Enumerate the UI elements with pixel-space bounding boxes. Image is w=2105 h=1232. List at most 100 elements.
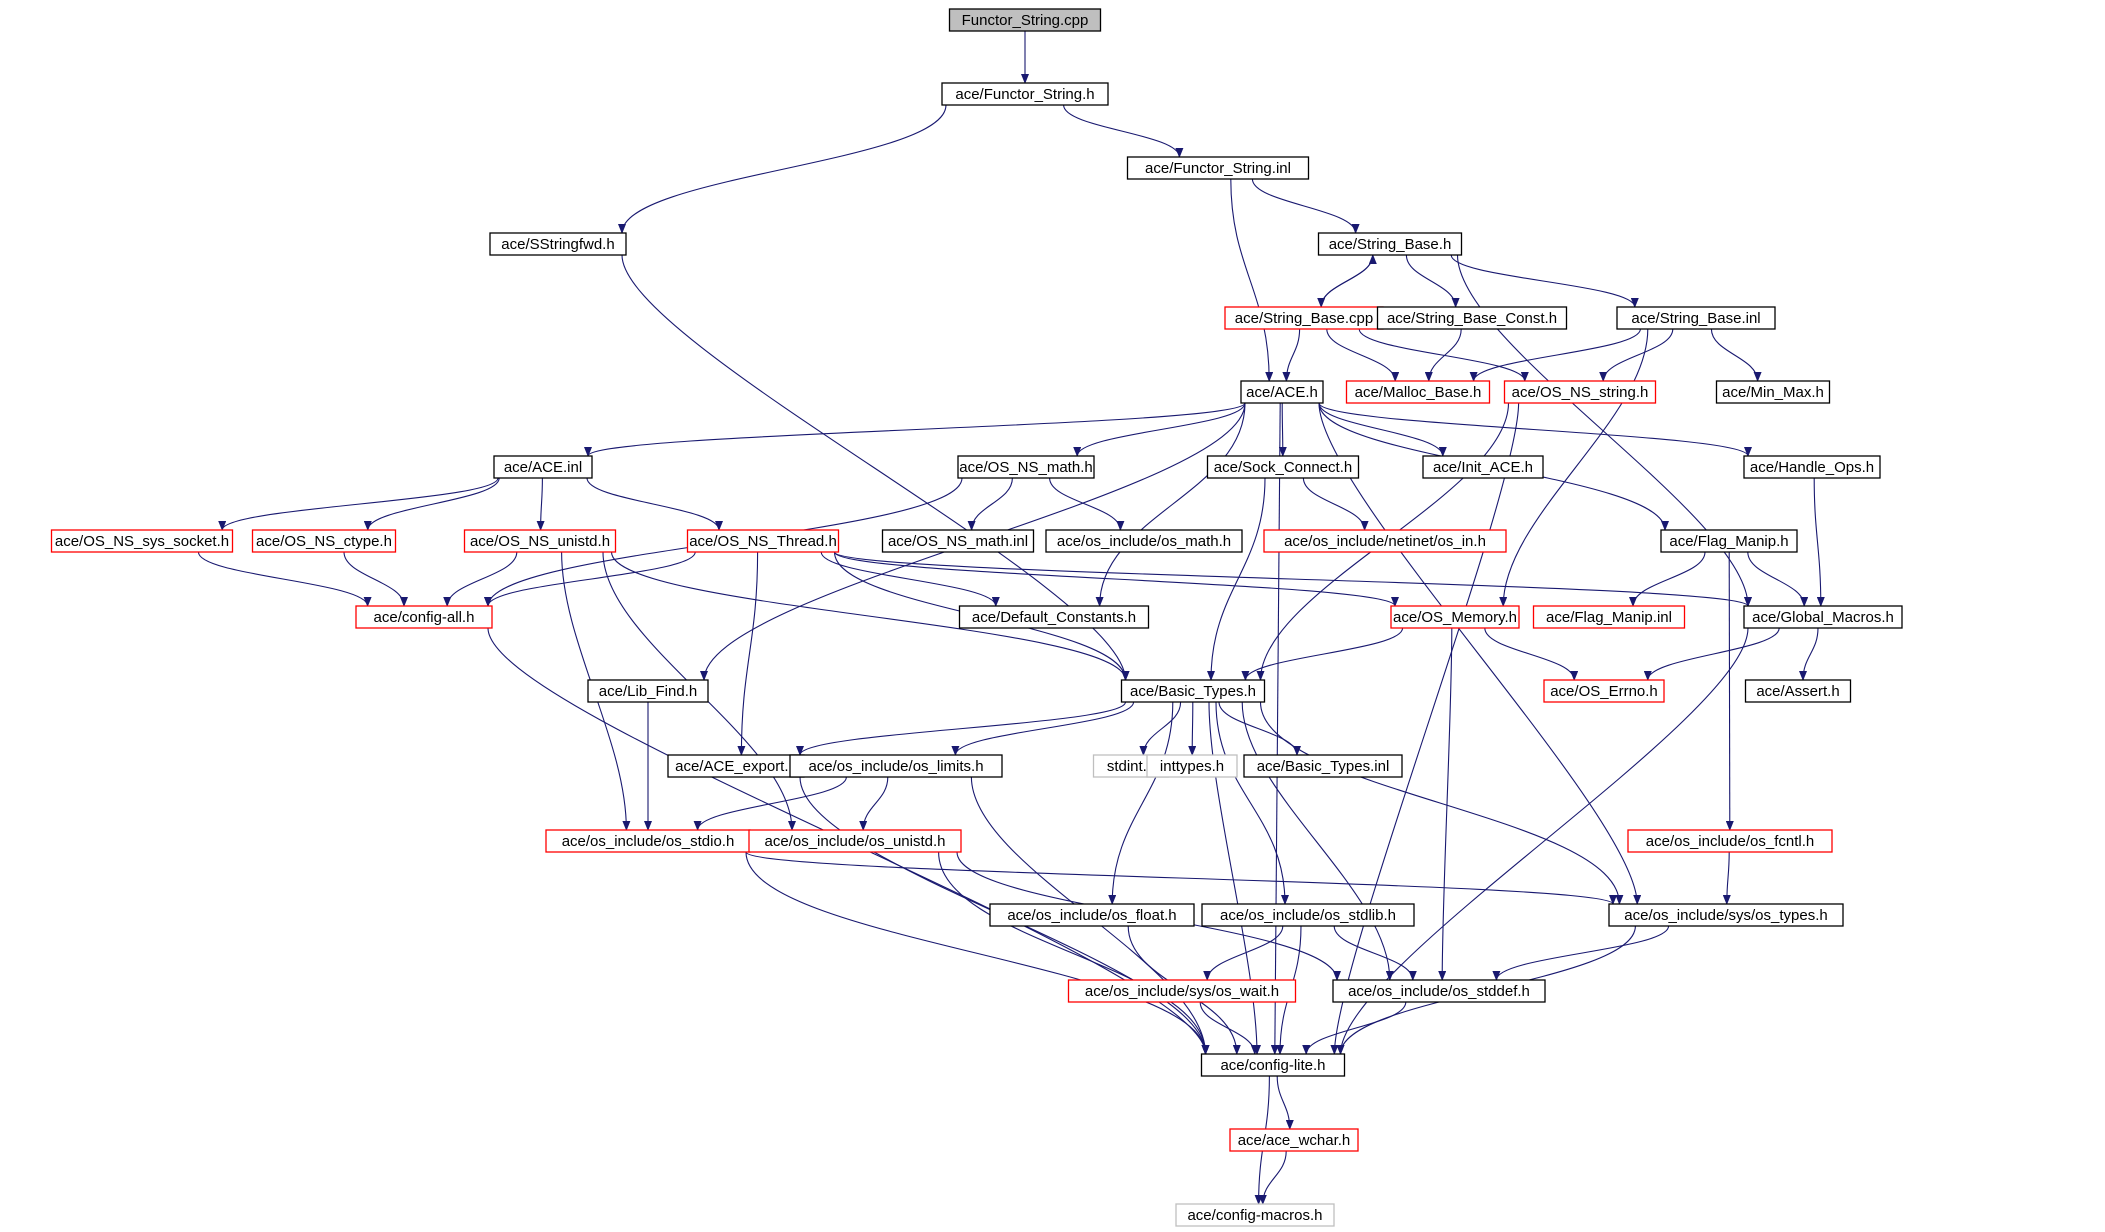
node-box xyxy=(1715,380,1831,404)
node-box xyxy=(1422,455,1544,479)
node-label: ace/os_include/netinet/os_in.h xyxy=(1284,533,1486,550)
node-sys-os-types-h[interactable]: ace/os_include/sys/os_types.h xyxy=(1608,903,1844,927)
node-label: ace/config-macros.h xyxy=(1187,1207,1322,1224)
edge-functor-string-h-to-functor-string-inl xyxy=(1063,104,1184,158)
node-flag-manip-h[interactable]: ace/Flag_Manip.h xyxy=(1660,529,1798,553)
node-assert-h[interactable]: ace/Assert.h xyxy=(1744,679,1852,703)
node-label: stdint.h xyxy=(1107,758,1155,775)
node-functor-string-inl[interactable]: ace/Functor_String.inl xyxy=(1126,156,1310,180)
node-box xyxy=(1743,455,1881,479)
node-default-constants-h[interactable]: ace/Default_Constants.h xyxy=(958,605,1150,629)
edge-ace-inl-to-os-ns-thread-h xyxy=(586,477,723,531)
node-os-limits-h[interactable]: ace/os_include/os_limits.h xyxy=(789,754,1003,778)
node-config-lite-h[interactable]: ace/config-lite.h xyxy=(1200,1053,1346,1077)
node-os-ns-math-inl[interactable]: ace/OS_NS_math.inl xyxy=(881,529,1035,553)
node-flag-manip-inl[interactable]: ace/Flag_Manip.inl xyxy=(1532,605,1686,629)
node-box xyxy=(1660,529,1798,553)
node-label: ace/Lib_Find.h xyxy=(599,683,697,700)
node-string-base-h[interactable]: ace/String_Base.h xyxy=(1317,232,1463,256)
edge-os-memory-h-to-os-stddef-h xyxy=(1438,627,1453,981)
node-label: ace/os_include/os_stddef.h xyxy=(1348,983,1530,1000)
node-inttypes-h: inttypes.h xyxy=(1146,754,1238,778)
node-config-all-h[interactable]: ace/config-all.h xyxy=(355,605,493,629)
node-label: ace/os_include/sys/os_wait.h xyxy=(1085,983,1279,1000)
edge-ace-inl-to-os-ns-ctype-h xyxy=(363,477,500,531)
edge-string-base-cpp-to-string-base-h xyxy=(1320,254,1377,308)
node-label: ace/OS_Errno.h xyxy=(1550,683,1658,700)
node-string-base-inl[interactable]: ace/String_Base.inl xyxy=(1616,306,1776,330)
edge-sys-os-wait-h-to-config-lite-h xyxy=(1199,1001,1259,1055)
node-sstringfwd-h[interactable]: ace/SStringfwd.h xyxy=(489,232,627,256)
node-os-ns-math-h[interactable]: ace/OS_NS_math.h xyxy=(957,455,1095,479)
node-os-ns-thread-h[interactable]: ace/OS_NS_Thread.h xyxy=(686,529,840,553)
node-os-math-h[interactable]: ace/os_include/os_math.h xyxy=(1045,529,1243,553)
node-box xyxy=(1243,754,1403,778)
node-os-stdlib-h[interactable]: ace/os_include/os_stdlib.h xyxy=(1201,903,1415,927)
node-box xyxy=(1263,529,1507,553)
node-os-fcntl-h[interactable]: ace/os_include/os_fcntl.h xyxy=(1627,829,1833,853)
edge-global-macros-h-to-os-errno-h xyxy=(1643,627,1780,681)
edge-ace-wchar-h-to-config-macros-h xyxy=(1258,1150,1287,1205)
node-malloc-base-h[interactable]: ace/Malloc_Base.h xyxy=(1345,380,1491,404)
node-functor-string-h[interactable]: ace/Functor_String.h xyxy=(941,82,1109,106)
node-ace-export-h[interactable]: ace/ACE_export.h xyxy=(667,754,805,778)
node-string-base-cpp[interactable]: ace/String_Base.cpp xyxy=(1224,306,1384,330)
edge-os-ns-unistd-h-to-config-all-h xyxy=(443,551,518,607)
node-os-errno-h[interactable]: ace/OS_Errno.h xyxy=(1543,679,1665,703)
edge-os-ns-ctype-h-to-config-all-h xyxy=(343,551,408,607)
edge-string-base-cpp-to-ace-h xyxy=(1282,328,1301,382)
node-label: ace/String_Base.inl xyxy=(1631,310,1760,327)
node-box xyxy=(989,903,1195,927)
node-lib-find-h[interactable]: ace/Lib_Find.h xyxy=(587,679,709,703)
node-min-max-h[interactable]: ace/Min_Max.h xyxy=(1715,380,1831,404)
edge-handle-ops-h-to-global-macros-h xyxy=(1813,477,1825,607)
edge-flag-manip-h-to-os-fcntl-h xyxy=(1725,551,1734,831)
node-label: ace/String_Base.h xyxy=(1329,236,1452,253)
node-sock-connect-h[interactable]: ace/Sock_Connect.h xyxy=(1206,455,1360,479)
edge-os-ns-thread-h-to-os-memory-h xyxy=(833,551,1399,607)
edge-os-stdio-h-to-sys-os-types-h xyxy=(745,851,1617,905)
edge-basic-types-h-to-inttypes-h xyxy=(1188,701,1197,756)
node-box xyxy=(789,754,1003,778)
node-os-ns-unistd-h[interactable]: ace/OS_NS_unistd.h xyxy=(463,529,617,553)
node-os-memory-h[interactable]: ace/OS_Memory.h xyxy=(1390,605,1520,629)
node-label: ace/os_include/os_limits.h xyxy=(808,758,983,775)
node-label: ace/Functor_String.inl xyxy=(1145,160,1291,177)
node-ace-inl[interactable]: ace/ACE.inl xyxy=(493,455,593,479)
edge-os-fcntl-h-to-sys-os-types-h xyxy=(1722,851,1731,905)
node-basic-types-inl[interactable]: ace/Basic_Types.inl xyxy=(1243,754,1403,778)
edge-os-ns-thread-h-to-ace-export-h xyxy=(737,551,759,756)
node-label: ace/String_Base_Const.h xyxy=(1387,310,1557,327)
node-ace-h[interactable]: ace/ACE.h xyxy=(1240,380,1324,404)
edge-os-memory-h-to-os-errno-h xyxy=(1484,627,1579,681)
edge-string-base-inl-to-os-memory-h xyxy=(1499,328,1649,607)
node-handle-ops-h[interactable]: ace/Handle_Ops.h xyxy=(1743,455,1881,479)
node-box xyxy=(941,82,1109,106)
edge-os-ns-math-h-to-os-math-h xyxy=(1049,477,1125,531)
node-init-ace-h[interactable]: ace/Init_ACE.h xyxy=(1422,455,1544,479)
edge-os-stdlib-h-to-sys-os-wait-h xyxy=(1203,925,1284,981)
node-os-ns-ctype-h[interactable]: ace/OS_NS_ctype.h xyxy=(251,529,397,553)
node-string-base-const-h[interactable]: ace/String_Base_Const.h xyxy=(1376,306,1568,330)
node-ace-wchar-h[interactable]: ace/ace_wchar.h xyxy=(1229,1128,1359,1152)
node-box xyxy=(1503,380,1657,404)
node-sys-os-wait-h[interactable]: ace/os_include/sys/os_wait.h xyxy=(1067,979,1297,1003)
node-os-stdio-h[interactable]: ace/os_include/os_stdio.h xyxy=(545,829,751,853)
node-label: Functor_String.cpp xyxy=(962,12,1089,29)
node-functor-string-cpp[interactable]: Functor_String.cpp xyxy=(948,8,1102,32)
node-basic-types-h[interactable]: ace/Basic_Types.h xyxy=(1120,679,1266,703)
node-box xyxy=(1744,679,1852,703)
node-box xyxy=(957,455,1095,479)
edge-os-memory-h-to-basic-types-h xyxy=(1241,627,1404,681)
node-os-ns-string-h[interactable]: ace/OS_NS_string.h xyxy=(1503,380,1657,404)
node-os-unistd-h[interactable]: ace/os_include/os_unistd.h xyxy=(748,829,962,853)
node-os-stddef-h[interactable]: ace/os_include/os_stddef.h xyxy=(1332,979,1546,1003)
node-global-macros-h[interactable]: ace/Global_Macros.h xyxy=(1743,605,1903,629)
edge-functor-string-inl-to-ace-h xyxy=(1230,178,1274,382)
edge-os-stdio-h-to-config-lite-h xyxy=(745,851,1210,1055)
node-netinet-os-in-h[interactable]: ace/os_include/netinet/os_in.h xyxy=(1263,529,1507,553)
node-os-ns-sys-socket-h[interactable]: ace/OS_NS_sys_socket.h xyxy=(50,529,234,553)
nodes-layer: Functor_String.cpp ace/Functor_String.hac… xyxy=(50,8,1903,1227)
edge-basic-types-h-to-stdint-h xyxy=(1139,701,1182,756)
node-os-float-h[interactable]: ace/os_include/os_float.h xyxy=(989,903,1195,927)
